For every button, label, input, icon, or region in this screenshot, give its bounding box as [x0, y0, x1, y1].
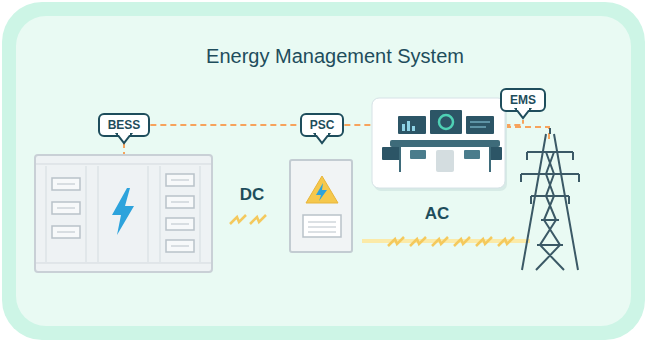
diagram-title: Energy Management System	[206, 45, 464, 68]
illustration-part	[308, 227, 336, 228]
callout-pointer-mask	[316, 132, 328, 135]
illustration-part	[147, 166, 149, 262]
illustration-part	[35, 155, 212, 272]
callout-box: PSC	[300, 113, 345, 137]
illustration-part	[57, 180, 189, 246]
illustration-part	[476, 237, 492, 246]
callout-pointer	[516, 110, 530, 119]
illustration-part	[464, 150, 480, 159]
illustration-part	[306, 176, 338, 203]
illustration-part	[432, 237, 448, 246]
illustration-part	[52, 202, 80, 214]
illustration-part	[166, 196, 194, 208]
callout-pointer-mask	[517, 107, 529, 110]
illustration-part	[390, 140, 500, 147]
illustration-part	[57, 208, 75, 209]
callout-box: BESS	[98, 113, 151, 137]
current-type-label: AC	[425, 204, 450, 224]
illustration-part	[407, 121, 410, 131]
callout-text: PSC	[310, 118, 335, 132]
illustration-part	[230, 215, 246, 224]
illustration-part	[166, 174, 194, 186]
illustration-part	[498, 237, 514, 246]
illustration-part	[97, 166, 99, 262]
illustration-part	[250, 215, 266, 224]
callout-pointer-shape	[117, 134, 131, 143]
illustration-part	[316, 183, 327, 201]
illustration-part	[36, 263, 211, 264]
illustration-part	[466, 116, 494, 134]
illustration-part	[166, 240, 194, 252]
ac-power-flow	[362, 237, 530, 246]
illustration-part	[199, 166, 201, 262]
current-type-label: DC	[240, 185, 265, 205]
callout-text: BESS	[108, 118, 141, 132]
transmission-tower	[521, 128, 579, 270]
illustration-part	[112, 188, 134, 235]
illustration-part	[171, 202, 189, 203]
callout-pointer-shape	[315, 134, 329, 143]
illustration-part	[57, 184, 75, 185]
illustration-part	[490, 147, 502, 160]
illustration-part	[388, 237, 404, 246]
illustration-part	[308, 232, 336, 233]
illustration-part	[171, 246, 189, 247]
callout-pointer-shape	[516, 109, 530, 118]
illustration-part	[549, 128, 551, 134]
dc-power-flow	[230, 215, 266, 224]
illustration-part	[308, 222, 336, 223]
illustration-part	[382, 147, 400, 160]
illustration-part	[159, 166, 161, 262]
comm-link	[150, 124, 299, 126]
illustration-part	[521, 152, 579, 196]
illustration-part	[52, 178, 80, 190]
callout-pointer-mask	[118, 132, 130, 135]
illustration-part	[402, 124, 405, 131]
illustration-part	[398, 116, 426, 134]
illustration-part	[303, 215, 341, 237]
illustration-part	[410, 237, 426, 246]
illustration-part	[372, 98, 505, 188]
illustration-part	[171, 224, 189, 225]
illustration-part	[410, 150, 426, 159]
illustration-part	[470, 127, 486, 128]
illustration-part	[166, 218, 194, 230]
illustration-part	[171, 180, 189, 181]
illustration-part	[57, 232, 75, 233]
callout-box: EMS	[500, 88, 546, 112]
illustration-part	[36, 164, 211, 165]
illustration-part	[439, 115, 453, 129]
illustration-part	[454, 237, 470, 246]
illustration-part	[52, 174, 194, 252]
ems-control-room	[372, 98, 507, 191]
callout-pointer	[315, 135, 329, 144]
illustration-part	[412, 126, 415, 131]
illustration-part	[85, 166, 87, 262]
illustration-part	[52, 226, 80, 238]
illustration-part	[536, 152, 564, 270]
callout-text: EMS	[510, 93, 536, 107]
battery-container	[35, 155, 212, 272]
psc-cabinet	[290, 160, 352, 252]
illustration-part	[399, 147, 401, 172]
illustration-part	[489, 147, 491, 172]
illustration-part	[290, 160, 352, 252]
illustration-part	[436, 150, 454, 172]
illustration-part	[521, 152, 579, 204]
callout-pointer	[117, 135, 131, 144]
illustration-part	[16, 16, 631, 326]
illustration-part	[537, 220, 563, 245]
illustration-part	[505, 127, 549, 140]
illustration-part	[430, 110, 462, 134]
illustration-part	[522, 134, 578, 270]
illustration-part	[470, 122, 490, 123]
illustration-part	[45, 166, 47, 262]
illustration-part	[46, 166, 200, 262]
